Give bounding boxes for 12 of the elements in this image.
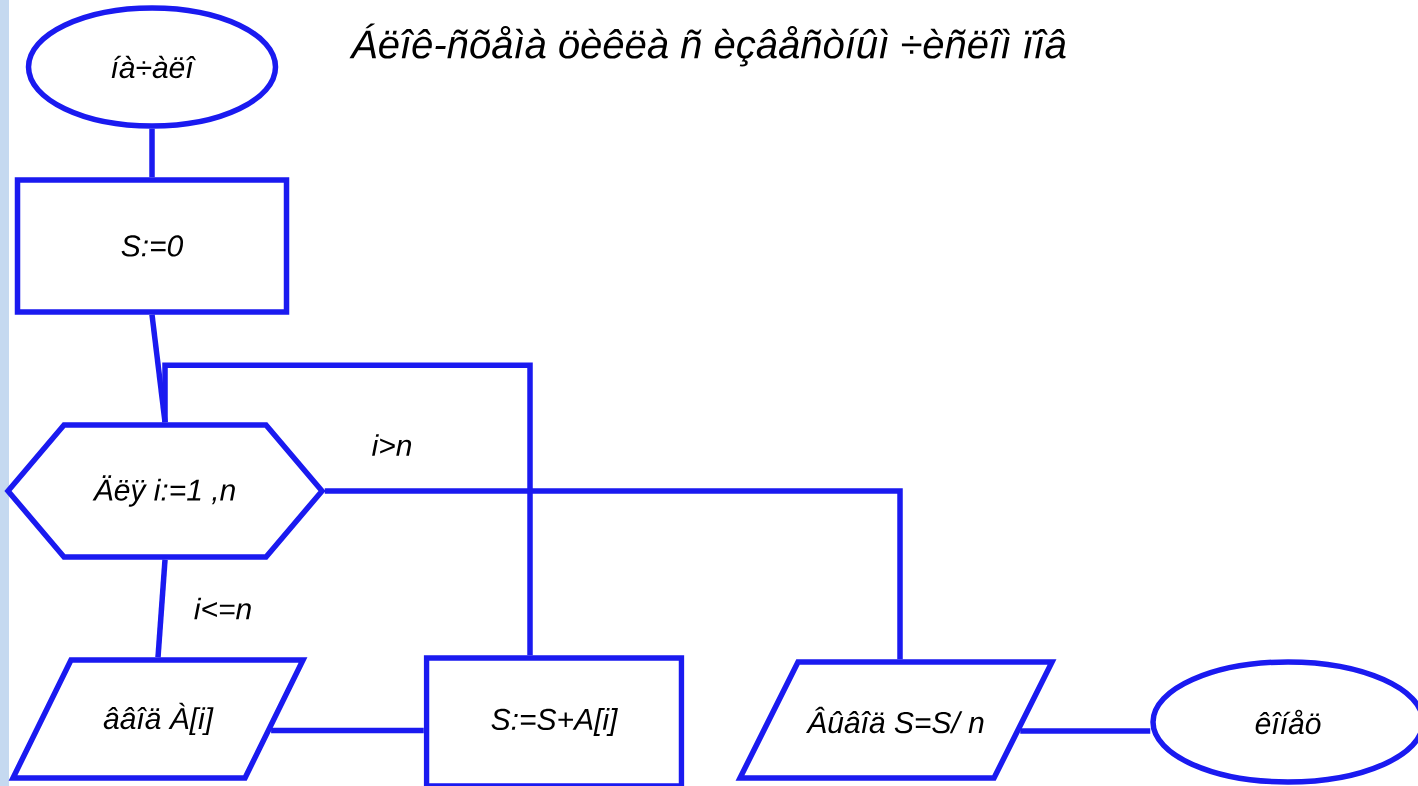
connector-line xyxy=(1020,728,1151,734)
process-box: S:=S+A[i] xyxy=(423,655,685,786)
terminator-oval: íà÷àëî xyxy=(25,5,279,129)
edge-label: i>n xyxy=(369,432,415,458)
connector-line xyxy=(155,559,168,658)
connector-line xyxy=(149,128,155,178)
connector-line xyxy=(271,727,424,734)
process-box: S:=0 xyxy=(14,177,290,315)
title: Áëîê-ñõåìà öèêëà ñ èçâåñòíûì ÷èñëîì ïîâ xyxy=(349,23,1066,67)
connector-line xyxy=(162,362,533,656)
edge-label: i<=n xyxy=(191,595,255,622)
connector-line xyxy=(324,488,903,660)
